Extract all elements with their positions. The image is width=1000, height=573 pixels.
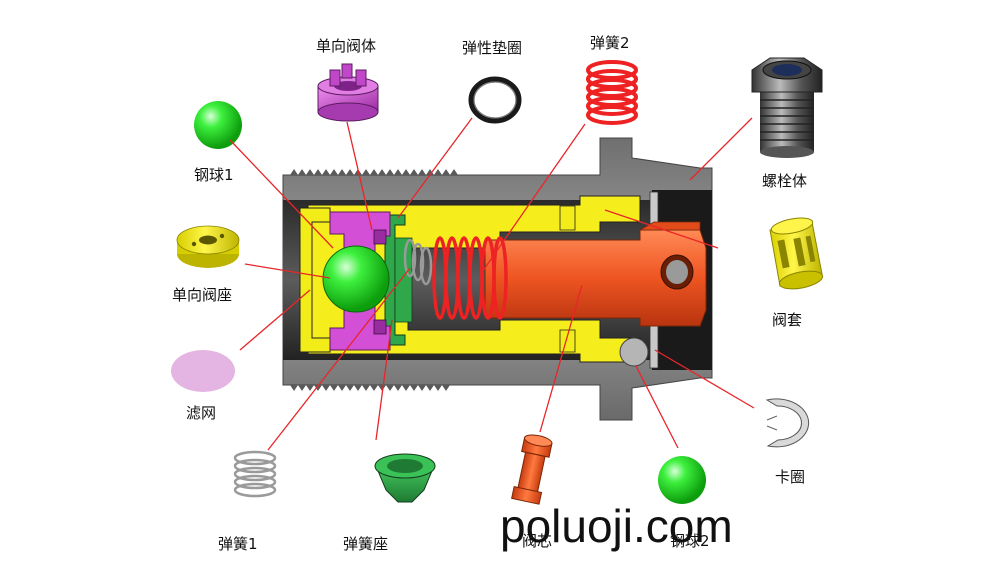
steel-ball-1-part (194, 101, 242, 149)
label-check-valve-body: 单向阀体 (316, 37, 376, 55)
steel-ball-1-section (322, 245, 390, 313)
label-spring-1: 弹簧1 (218, 535, 258, 553)
valve-sleeve-part (769, 217, 824, 290)
bolt-body-part (751, 57, 823, 158)
label-circlip: 卡圈 (775, 468, 805, 486)
spring-2-section (432, 236, 508, 320)
part-labels: 单向阀体 弹性垫圈 弹簧2 钢球1 螺栓体 单向阀座 阀套 滤网 卡圈 弹簧1 … (172, 34, 807, 553)
steel-ball-2-part (658, 456, 706, 504)
label-steel-ball-2: 钢球2 (670, 532, 710, 550)
thread-top (290, 169, 458, 391)
spring-1-part (233, 450, 277, 498)
label-elastic-washer: 弹性垫圈 (462, 39, 522, 57)
label-spring-seat: 弹簧座 (343, 535, 388, 553)
spring-1-section (403, 238, 433, 286)
label-valve-sleeve: 阀套 (772, 311, 802, 329)
label-check-valve-seat: 单向阀座 (172, 286, 232, 304)
steel-ball-2-section (619, 337, 649, 367)
valve-core-part (511, 434, 553, 505)
spring-seat-part (374, 453, 436, 503)
label-filter-mesh: 滤网 (186, 404, 216, 422)
circlip-part (765, 398, 810, 448)
label-steel-ball-1: 钢球1 (194, 166, 234, 184)
label-valve-core: 阀芯 (522, 532, 552, 550)
assembly-cross-section (282, 137, 713, 421)
check-valve-body-part (317, 63, 379, 122)
filter-mesh-part (171, 350, 235, 392)
label-spring-2: 弹簧2 (590, 34, 630, 52)
check-valve-seat-part (176, 225, 240, 268)
spring-2-part (586, 60, 638, 125)
elastic-washer-part (468, 76, 522, 124)
watermark: poluoji.com (500, 500, 733, 552)
label-bolt-body: 螺栓体 (762, 172, 807, 190)
leader-lines (229, 117, 755, 451)
valve-core-section (484, 229, 707, 327)
